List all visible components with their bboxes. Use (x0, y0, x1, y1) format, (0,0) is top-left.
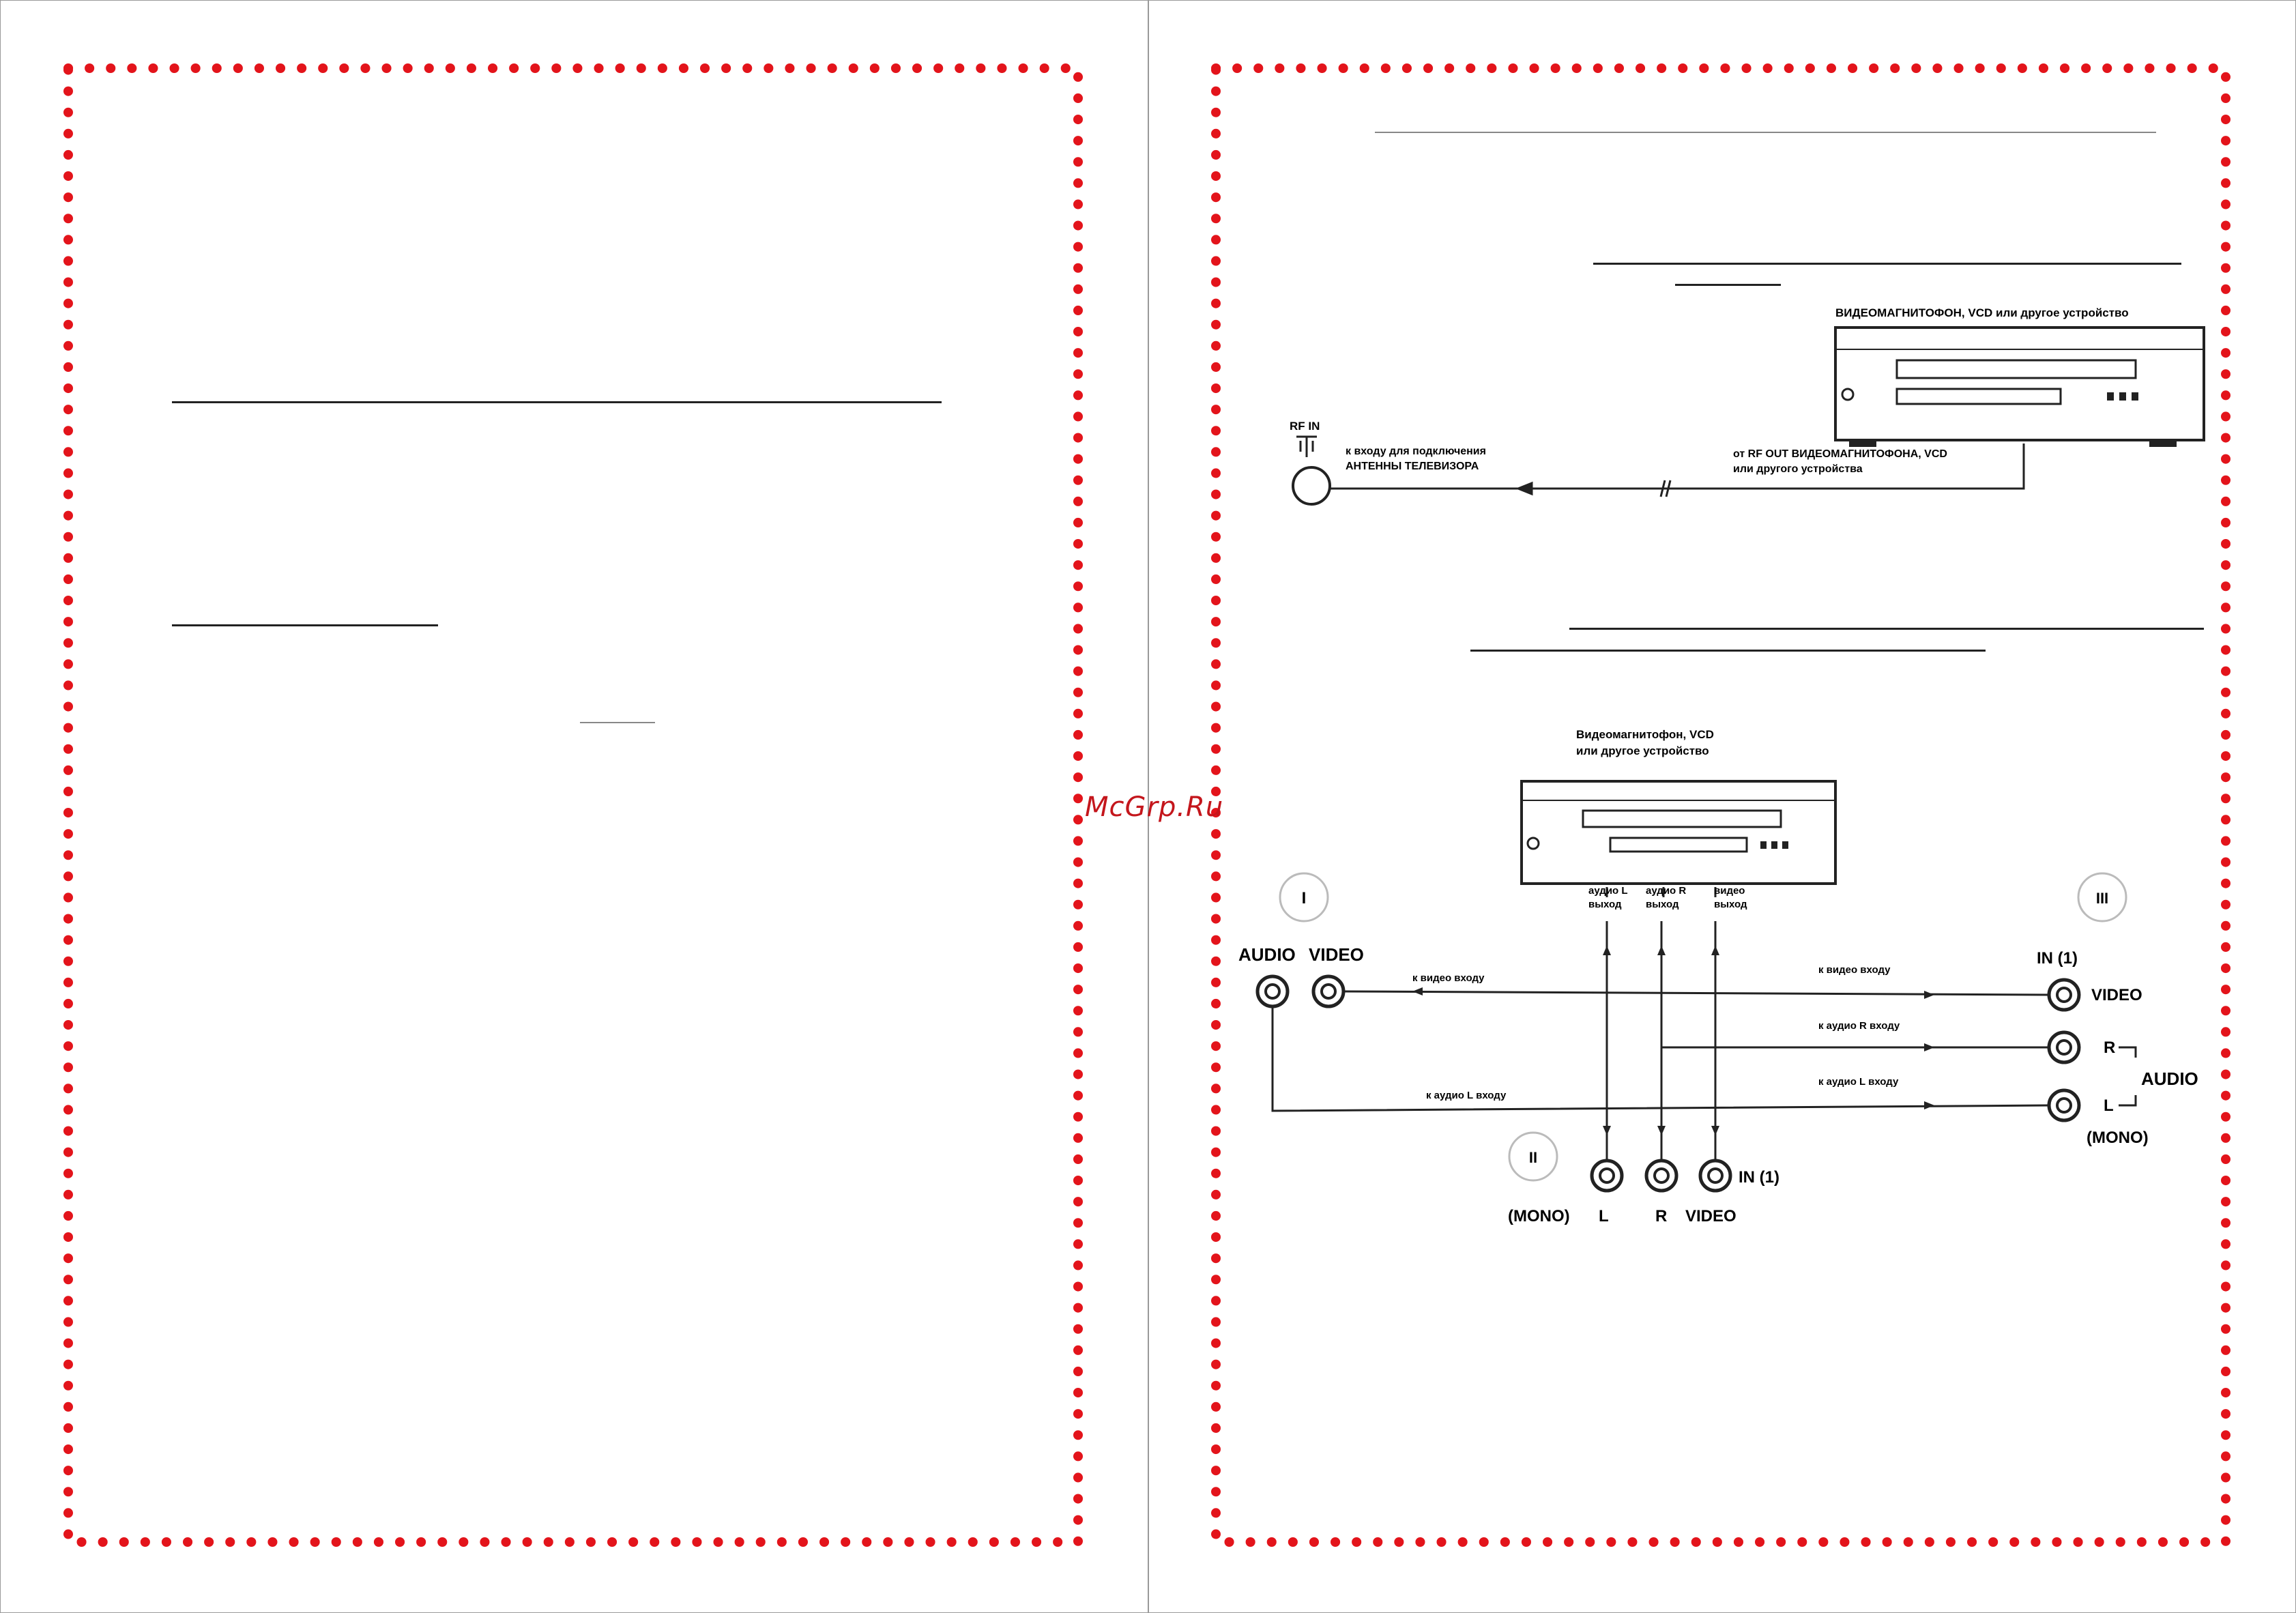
right-heading-underline-3 (1569, 628, 2204, 630)
out-audio-r-1: аудио R (1646, 885, 1686, 897)
bottom-mono-label: (MONO) (1508, 1207, 1570, 1225)
left-heading-underline-2 (172, 624, 438, 626)
marker-i (1279, 872, 1329, 922)
rf-antenna-label-1: к входу для подключения (1346, 446, 1486, 457)
bottom-video-label: VIDEO (1685, 1207, 1736, 1225)
av-cables (1271, 921, 2050, 1161)
to-video-in-right: к видео входу (1818, 964, 1891, 976)
marker-iii-label: III (2096, 890, 2108, 907)
rf-out-label-1: от RF OUT ВИДЕОМАГНИТОФОНА, VCD (1733, 448, 1947, 460)
right-r-label: R (2104, 1038, 2115, 1057)
marker-i-label: I (1302, 889, 1307, 907)
to-audio-l-in-right: к аудио L входу (1818, 1076, 1899, 1088)
to-audio-r-in: к аудио R входу (1818, 1020, 1900, 1032)
left-video-label: VIDEO (1309, 944, 1364, 965)
av-output-lines (1605, 887, 1717, 897)
right-heading-underline-2 (1675, 284, 1781, 286)
bottom-l-label: L (1599, 1207, 1609, 1225)
right-in-label: IN (1) (2037, 949, 2078, 968)
av-device-label-1: Видеомагнитофон, VCD (1576, 728, 1714, 741)
bottom-audio-l-jack (1590, 1159, 1624, 1193)
right-audio-r-jack (2047, 1030, 2081, 1064)
out-video-2: выход (1714, 899, 1747, 910)
left-short-underline (580, 722, 655, 723)
bottom-r-label: R (1655, 1207, 1667, 1225)
watermark: McGrp.Ru (1085, 791, 1224, 823)
rf-in-jack (1292, 466, 1331, 506)
right-audio-l-jack (2047, 1088, 2081, 1122)
bottom-in-label: IN (1) (1739, 1168, 1779, 1187)
av-device-label-2: или другое устройство (1576, 744, 1709, 757)
rf-in-label: RF IN (1290, 420, 1320, 433)
marker-ii-label: II (1529, 1149, 1537, 1166)
right-dotted-frame (1211, 63, 2230, 1547)
right-l-label: L (2104, 1096, 2114, 1115)
rf-vcr-device-icon (1834, 326, 2205, 447)
rf-antenna-label-2: АНТЕННЫ ТЕЛЕВИЗОРА (1346, 461, 1479, 472)
to-video-in-left: к видео входу (1412, 972, 1485, 984)
out-video-1: видео (1714, 885, 1745, 897)
rf-connection-diagram: ВИДЕОМАГНИТОФОН, VCD или другое устройст… (1290, 306, 2205, 506)
bottom-audio-r-jack (1644, 1159, 1679, 1193)
left-audio-label: AUDIO (1238, 944, 1296, 965)
rf-out-label-2: или другого устройства (1733, 463, 1863, 475)
out-audio-l-1: аудио L (1588, 885, 1628, 897)
left-dotted-frame (63, 63, 1083, 1547)
marker-ii (1508, 1131, 1558, 1182)
av-vcr-device-icon (1520, 780, 1837, 885)
rf-device-label: ВИДЕОМАГНИТОФОН, VCD или другое устройст… (1835, 306, 2129, 319)
bottom-video-jack (1698, 1159, 1732, 1193)
out-audio-r-2: выход (1646, 899, 1679, 910)
right-heading-underline-4 (1470, 650, 1986, 652)
to-audio-l-in-left: к аудио L входу (1426, 1090, 1507, 1101)
right-video-label: VIDEO (2091, 986, 2142, 1004)
av-arrows (1412, 946, 1934, 1135)
rf-antenna-icon (1296, 435, 1317, 457)
out-audio-l-2: выход (1588, 899, 1622, 910)
av-connection-diagram: Видеомагнитофон, VCD или другое устройст… (1238, 728, 2198, 1225)
right-audio-bracket (2119, 1046, 2137, 1107)
right-video-jack (2047, 978, 2081, 1012)
right-mono-label: (MONO) (2087, 1129, 2149, 1147)
marker-iii (2077, 872, 2127, 922)
left-audio-jack (1255, 974, 1290, 1008)
right-audio-label: AUDIO (2141, 1069, 2198, 1089)
left-video-jack (1311, 974, 1346, 1008)
rf-cable (1330, 444, 2025, 497)
right-top-underline (1375, 132, 2156, 133)
left-heading-underline-1 (172, 401, 942, 403)
right-heading-underline-1 (1593, 263, 2181, 265)
